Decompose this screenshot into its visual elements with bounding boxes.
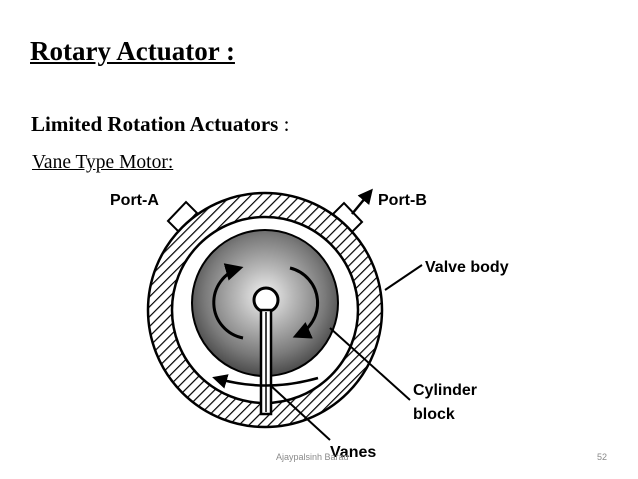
valve-body-label: Valve body xyxy=(425,259,509,276)
subtitle-suffix: : xyxy=(278,112,290,136)
vanes-leader xyxy=(269,384,331,441)
subtitle-bold-text: Limited Rotation Actuators xyxy=(31,112,279,136)
section-label: Vane Type Motor: xyxy=(32,152,174,173)
port-b-arrow xyxy=(351,188,373,215)
slide-subtitle: Limited Rotation Actuators : xyxy=(31,112,289,137)
rotation-arc-right xyxy=(289,266,320,339)
port-b-label: Port-B xyxy=(378,192,427,209)
valve-body-leader xyxy=(384,264,423,291)
vanes-label: Vanes xyxy=(330,444,376,461)
cylinder-leader xyxy=(329,327,411,401)
port-a-label: Port-A xyxy=(110,192,159,209)
hub xyxy=(252,286,280,314)
rotation-arc-lower xyxy=(212,374,319,389)
footer-author: Ajaypalsinh Barad xyxy=(276,452,349,462)
slide-title: Rotary Actuator : xyxy=(30,36,235,66)
cylinder-label-line1: Cylinder xyxy=(413,382,477,399)
footer-page-number: 52 xyxy=(597,452,608,462)
cylinder-label-line2: block xyxy=(413,406,455,423)
rotation-arc-left xyxy=(212,263,244,340)
